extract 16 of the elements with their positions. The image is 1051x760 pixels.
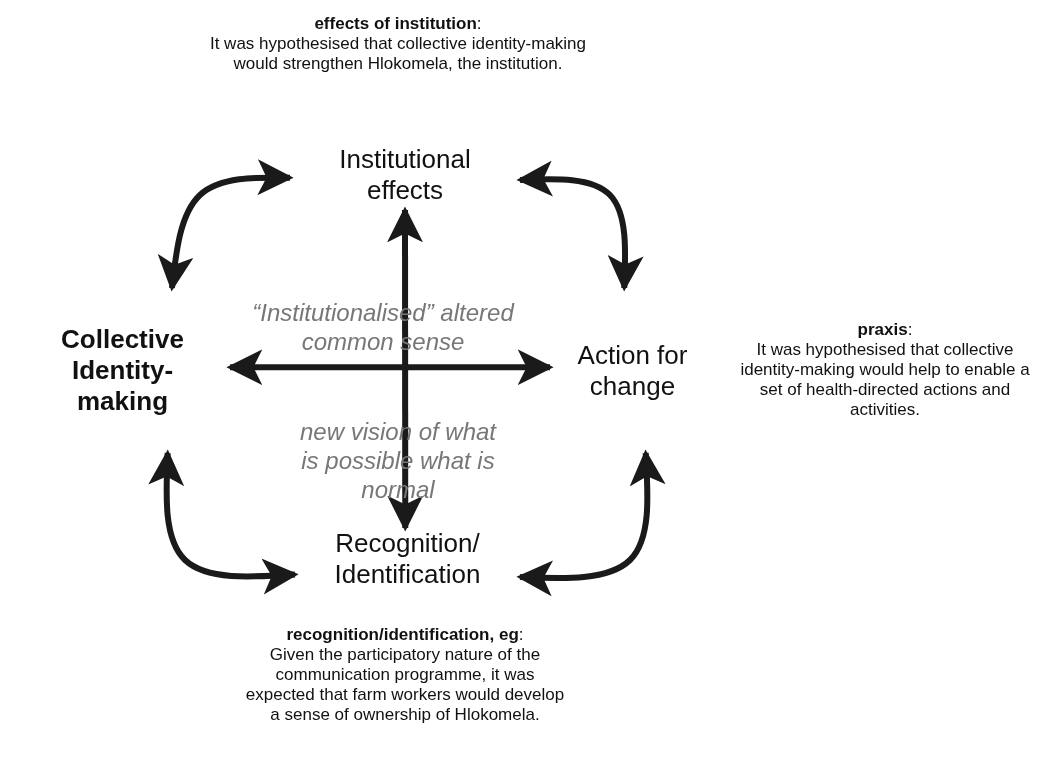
node-label: Recognition/ Identification bbox=[333, 528, 482, 590]
note-heading: recognition/identification, eg: bbox=[285, 625, 525, 645]
double-headed-arrow bbox=[516, 449, 666, 597]
double-headed-arrow bbox=[387, 206, 424, 532]
node-label: Institutional effects bbox=[338, 144, 472, 206]
double-headed-arrow bbox=[226, 349, 554, 386]
node-label: Action for change bbox=[576, 339, 689, 402]
note-text: Given the participatory nature of the communication programme, it was expected that farm workers would develop a sense of ownership of Hlokomela. bbox=[245, 645, 565, 725]
node-label: Collective Identity-making bbox=[60, 324, 185, 417]
note-text: It was hypothesised that collective identity-making would help to enable a set of health-directed actions and activities. bbox=[739, 340, 1031, 420]
double-headed-arrow bbox=[157, 159, 294, 292]
note-heading: effects of institution: bbox=[313, 14, 483, 34]
note-text: It was hypothesised that collective identity-making would strengthen Hlokomela, the institution. bbox=[208, 34, 588, 74]
note-heading: praxis: bbox=[856, 320, 914, 340]
double-headed-arrow bbox=[516, 160, 644, 292]
double-headed-arrow bbox=[148, 449, 299, 595]
